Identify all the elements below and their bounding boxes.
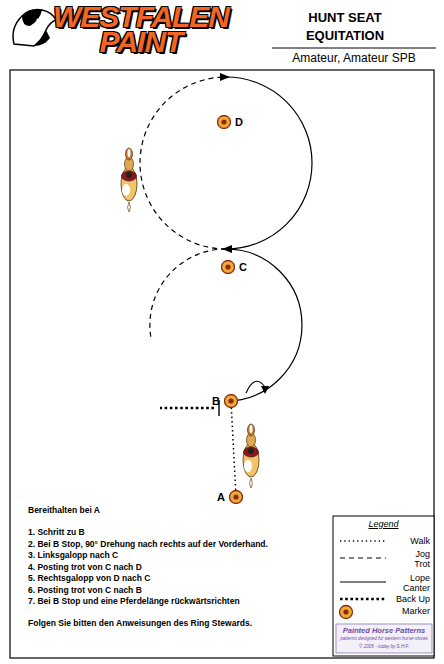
backup-path [160, 407, 214, 410]
instruction-step: 2. Bei B Stop, 90° Drehung nach rechts a… [28, 539, 268, 549]
start-note: Bereithalten bei A [28, 505, 100, 515]
class-name: Amateur, Amateur SPB [272, 51, 436, 65]
marker-letter: B [212, 394, 220, 408]
marker-circle [229, 490, 243, 504]
instruction-step: 5. Rechtsgalopp von D nach C [28, 573, 150, 583]
logo-horse-head [13, 10, 56, 46]
lope-path [226, 77, 312, 249]
horse-rider [243, 424, 259, 488]
jog-path [140, 77, 226, 249]
marker-circle [224, 394, 238, 408]
footer-copyright: © 2005 - today by S.H.F. [336, 644, 432, 650]
marker-letter: C [239, 260, 247, 274]
horse-rider [121, 148, 137, 212]
steward-note: Folgen Sie bitten den Anweisungen des Ri… [28, 618, 252, 628]
lope-path [226, 249, 302, 401]
legend-text: Jog Trot [406, 549, 430, 569]
legend-heading: Legend [333, 519, 434, 530]
jog-sample [340, 557, 386, 558]
walk-path [231, 408, 235, 490]
arena-marker: C [221, 260, 235, 274]
arena-marker: D [217, 115, 231, 129]
arena-marker: A [229, 490, 243, 504]
backup-sample [340, 598, 386, 601]
marker-letter: D [235, 115, 243, 129]
turn-arrowhead [261, 386, 269, 394]
legend-text: Marker [386, 606, 430, 616]
jog-path [150, 249, 226, 338]
direction-arrow [220, 73, 230, 81]
logo-text: WESTFALEN PAINT [38, 4, 244, 54]
footer-box [336, 624, 432, 653]
marker-circle [217, 115, 231, 129]
lope-sample [340, 581, 386, 582]
header-rule [272, 48, 436, 49]
pattern-title: HUNT SEAT EQUITATION [282, 9, 408, 45]
instruction-step: 3. Linksgalopp nach C [28, 550, 118, 560]
arena-frame [10, 70, 434, 658]
legend-text: Lope Canter [398, 573, 430, 593]
arena-marker: B [224, 394, 238, 408]
marker-circle [221, 260, 235, 274]
walk-sample [340, 540, 386, 541]
legend-text: Walk [386, 536, 430, 546]
legend-box [333, 516, 434, 656]
instruction-step: 1. Schritt zu B [28, 527, 85, 537]
instruction-step: 6. Posting trot von C nach B [28, 585, 142, 595]
instruction-step: 4. Posting trot von C nach D [28, 562, 142, 572]
legend-text: Back Up [386, 594, 430, 604]
instruction-step: 7. Bei B Stop und eine Pferdelänge rückw… [28, 596, 240, 606]
marker-sample [340, 606, 353, 619]
marker-letter: A [217, 490, 225, 504]
footer-brand: Painted Horse Patterns [336, 626, 432, 635]
footer-tagline: patterns designed for western horse show… [336, 636, 432, 642]
